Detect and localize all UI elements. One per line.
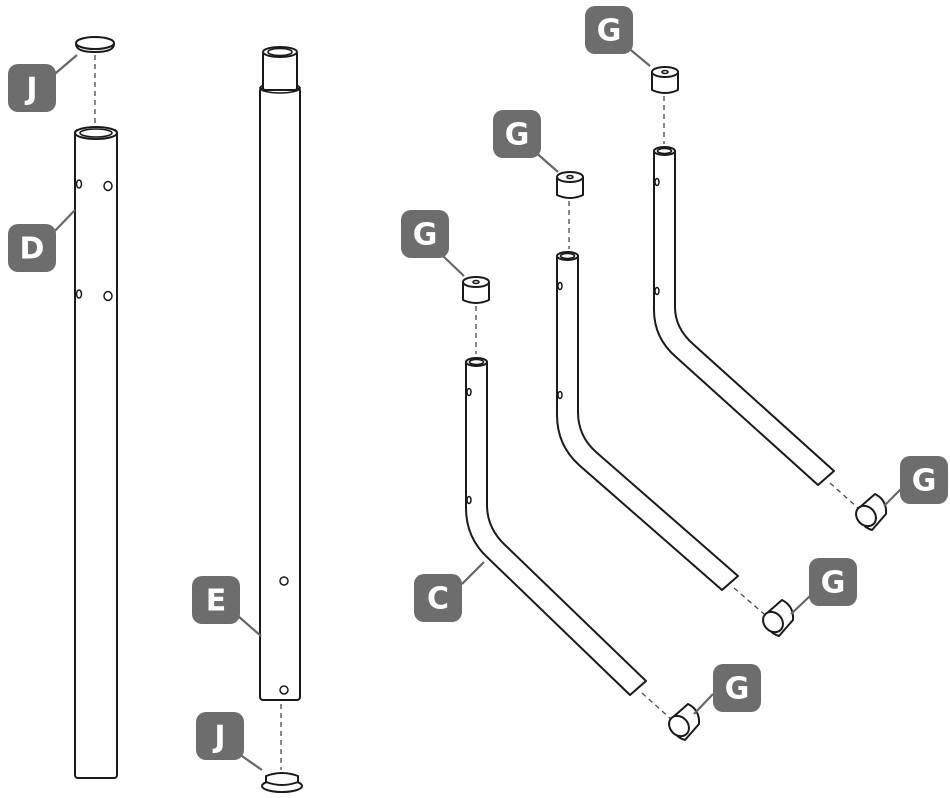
badge-j-bottom-label: J [212,720,225,755]
bent-tube-right [653,146,835,486]
bent-tube-c [465,357,647,696]
badge-j-top-label: J [24,72,37,107]
badge-g-foot-3: G [900,456,948,504]
bent-tube-middle [556,251,739,591]
cap-g-top-3 [651,66,679,94]
badge-d-label: D [20,232,45,267]
cap-g-foot-3 [855,493,888,531]
badge-g-cap-1: G [401,210,449,258]
badge-g-foot-1-label: G [725,672,750,707]
badge-j-top: J [8,64,56,112]
badge-c: C [414,574,462,622]
badge-g-cap-2: G [493,110,541,158]
badge-g-foot-2: G [809,558,857,606]
badge-j-bottom: J [196,712,244,760]
badge-d: D [8,224,56,272]
cap-g-top-2 [556,171,584,199]
badge-e: E [192,576,240,624]
cap-g-foot-2 [762,599,795,637]
cap-g-top-1 [462,276,490,304]
badge-g-cap-3: G [585,6,633,54]
badge-g-cap-1-label: G [413,218,438,253]
cap-j-bottom [261,772,303,793]
badge-g-cap-2-label: G [505,118,530,153]
badge-g-foot-2-label: G [821,566,846,601]
badge-c-label: C [427,582,449,617]
tube-e [259,46,301,701]
badge-g-foot-1: G [713,664,761,712]
badge-g-cap-3-label: G [597,14,622,49]
badge-e-label: E [206,584,227,619]
tube-d [74,126,118,779]
cap-j-top [75,36,115,53]
badge-g-foot-3-label: G [912,464,937,499]
cap-g-foot-1 [668,703,701,741]
